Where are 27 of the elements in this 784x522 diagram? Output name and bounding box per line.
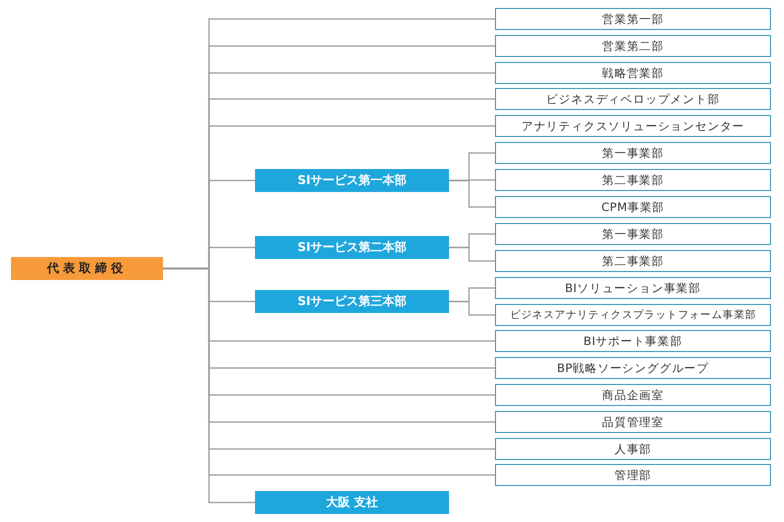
- division-box: SIサービス第三本部: [255, 290, 449, 313]
- connector-line: [449, 300, 495, 316]
- department-box: 人事部: [495, 438, 771, 460]
- division-box: 大阪 支社: [255, 491, 449, 514]
- department-box: 戦略営業部: [495, 62, 771, 84]
- department-box: ビジネスアナリティクスプラットフォーム事業部: [495, 304, 771, 326]
- executive-box: 代表取締役: [11, 257, 163, 280]
- connector-line: [449, 246, 495, 262]
- department-box: 管理部: [495, 464, 771, 486]
- department-box: 第二事業部: [495, 250, 771, 272]
- connector-line: [163, 268, 255, 504]
- department-box: アナリティクスソリューションセンター: [495, 115, 771, 137]
- division-box: SIサービス第二本部: [255, 236, 449, 259]
- department-box: 第一事業部: [495, 223, 771, 245]
- department-box: 営業第一部: [495, 8, 771, 30]
- department-box: 営業第二部: [495, 35, 771, 57]
- department-box: 第一事業部: [495, 142, 771, 164]
- department-box: 品質管理室: [495, 411, 771, 433]
- connector-line: [449, 180, 495, 208]
- department-box: BIサポート事業部: [495, 330, 771, 352]
- department-box: CPM事業部: [495, 196, 771, 218]
- department-box: 第二事業部: [495, 169, 771, 191]
- department-box: BIソリューション事業部: [495, 277, 771, 299]
- department-box: BP戦略ソーシンググループ: [495, 357, 771, 379]
- division-box: SIサービス第一本部: [255, 169, 449, 192]
- department-box: ビジネスディベロップメント部: [495, 88, 771, 110]
- department-box: 商品企画室: [495, 384, 771, 406]
